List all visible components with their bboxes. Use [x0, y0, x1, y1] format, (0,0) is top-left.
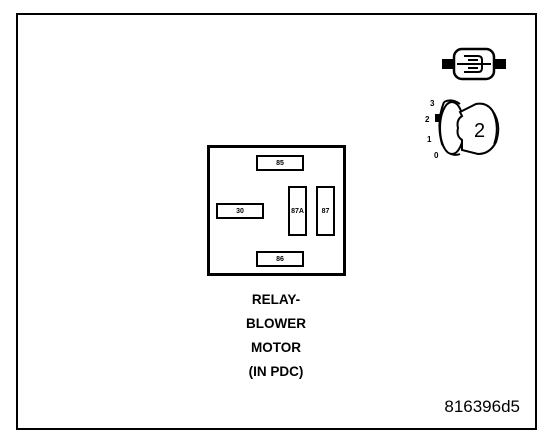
key-number: 2	[474, 120, 485, 142]
key-position-1: 1	[427, 135, 432, 144]
relay-caption: RELAY- BLOWER MOTOR (IN PDC)	[200, 288, 352, 384]
key-position-0: 0	[434, 151, 439, 160]
relay-pin-85: 85	[256, 155, 304, 171]
relay-body	[207, 145, 346, 276]
relay-pin-30: 30	[216, 203, 264, 219]
caption-line-2: BLOWER	[246, 316, 306, 331]
connector-icon	[442, 47, 506, 81]
key-position-2: 2	[425, 115, 430, 124]
ignition-key-icon: 3 2 1 0 2	[425, 99, 500, 160]
diagram-frame	[16, 13, 537, 430]
key-position-3: 3	[430, 99, 435, 108]
caption-line-1: RELAY-	[251, 292, 301, 307]
relay-pin-87: 87	[316, 186, 335, 236]
caption-line-3: MOTOR	[251, 340, 301, 355]
caption-line-4: (IN PDC)	[248, 364, 304, 379]
figure-id: 816396d5	[444, 397, 520, 416]
relay-pin-86: 86	[256, 251, 304, 267]
relay-pin-87a: 87A	[288, 186, 307, 236]
